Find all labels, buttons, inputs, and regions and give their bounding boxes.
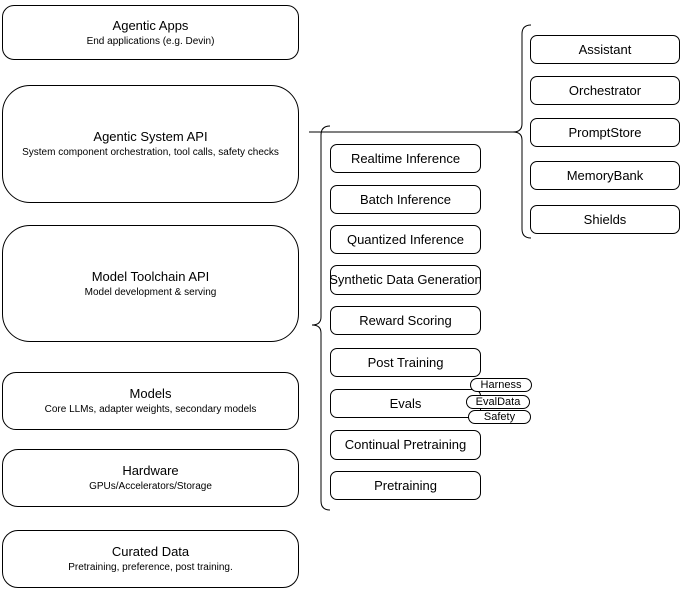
toolchain-components-brace bbox=[311, 125, 331, 511]
node-label: Post Training bbox=[367, 354, 444, 370]
node-label: Quantized Inference bbox=[346, 231, 465, 247]
node-batch-inference: Batch Inference bbox=[330, 185, 481, 214]
tag-harness: Harness bbox=[470, 378, 532, 392]
node-promptstore: PromptStore bbox=[530, 118, 680, 147]
node-subtitle: Pretraining, preference, post training. bbox=[68, 562, 233, 573]
node-subtitle: GPUs/Accelerators/Storage bbox=[89, 481, 212, 492]
node-agentic-apps: Agentic Apps End applications (e.g. Devi… bbox=[2, 5, 299, 60]
node-evals: Evals bbox=[330, 389, 481, 418]
node-label: Synthetic Data Generation bbox=[329, 272, 482, 287]
tag-label: Safety bbox=[483, 411, 516, 423]
node-reward-scoring: Reward Scoring bbox=[330, 306, 481, 335]
tag-label: Harness bbox=[480, 379, 522, 391]
node-quantized-inference: Quantized Inference bbox=[330, 225, 481, 254]
node-synthetic-data-generation: Synthetic Data Generation bbox=[329, 265, 482, 295]
node-shields: Shields bbox=[530, 205, 680, 234]
node-title: Model Toolchain API bbox=[91, 268, 210, 284]
node-model-toolchain-api: Model Toolchain API Model development & … bbox=[2, 225, 299, 342]
tag-evaldata: EvalData bbox=[466, 395, 530, 409]
node-pretraining: Pretraining bbox=[330, 471, 481, 500]
node-label: Realtime Inference bbox=[350, 150, 461, 166]
node-label: Continual Pretraining bbox=[344, 437, 467, 452]
node-label: Pretraining bbox=[374, 477, 437, 493]
node-label: Orchestrator bbox=[568, 82, 642, 98]
node-title: Models bbox=[129, 386, 172, 401]
node-title: Agentic Apps bbox=[112, 17, 189, 33]
node-orchestrator: Orchestrator bbox=[530, 76, 680, 105]
node-title: Agentic System API bbox=[93, 129, 208, 144]
node-agentic-system-api: Agentic System API System component orch… bbox=[2, 85, 299, 203]
node-post-training: Post Training bbox=[330, 348, 481, 377]
node-title: Hardware bbox=[122, 463, 179, 478]
node-label: MemoryBank bbox=[566, 167, 644, 183]
node-memorybank: MemoryBank bbox=[530, 161, 680, 190]
node-realtime-inference: Realtime Inference bbox=[330, 144, 481, 173]
node-models: Models Core LLMs, adapter weights, secon… bbox=[2, 372, 299, 430]
tag-safety: Safety bbox=[468, 410, 531, 424]
node-label: PromptStore bbox=[568, 124, 642, 140]
node-label: Assistant bbox=[578, 41, 632, 57]
node-assistant: Assistant bbox=[530, 35, 680, 64]
node-curated-data: Curated Data Pretraining, preference, po… bbox=[2, 530, 299, 588]
node-label: Evals bbox=[389, 395, 422, 411]
system-components-brace bbox=[512, 24, 532, 239]
node-subtitle: System component orchestration, tool cal… bbox=[22, 147, 279, 158]
node-subtitle: End applications (e.g. Devin) bbox=[86, 35, 215, 47]
tag-label: EvalData bbox=[475, 396, 521, 408]
node-subtitle: Core LLMs, adapter weights, secondary mo… bbox=[44, 404, 257, 415]
node-title: Curated Data bbox=[111, 544, 190, 559]
node-label: Shields bbox=[583, 211, 627, 227]
node-label: Reward Scoring bbox=[359, 312, 452, 328]
node-subtitle: Model development & serving bbox=[84, 286, 217, 298]
node-continual-pretraining: Continual Pretraining bbox=[330, 430, 481, 460]
node-label: Batch Inference bbox=[359, 191, 452, 207]
node-hardware: Hardware GPUs/Accelerators/Storage bbox=[2, 449, 299, 507]
